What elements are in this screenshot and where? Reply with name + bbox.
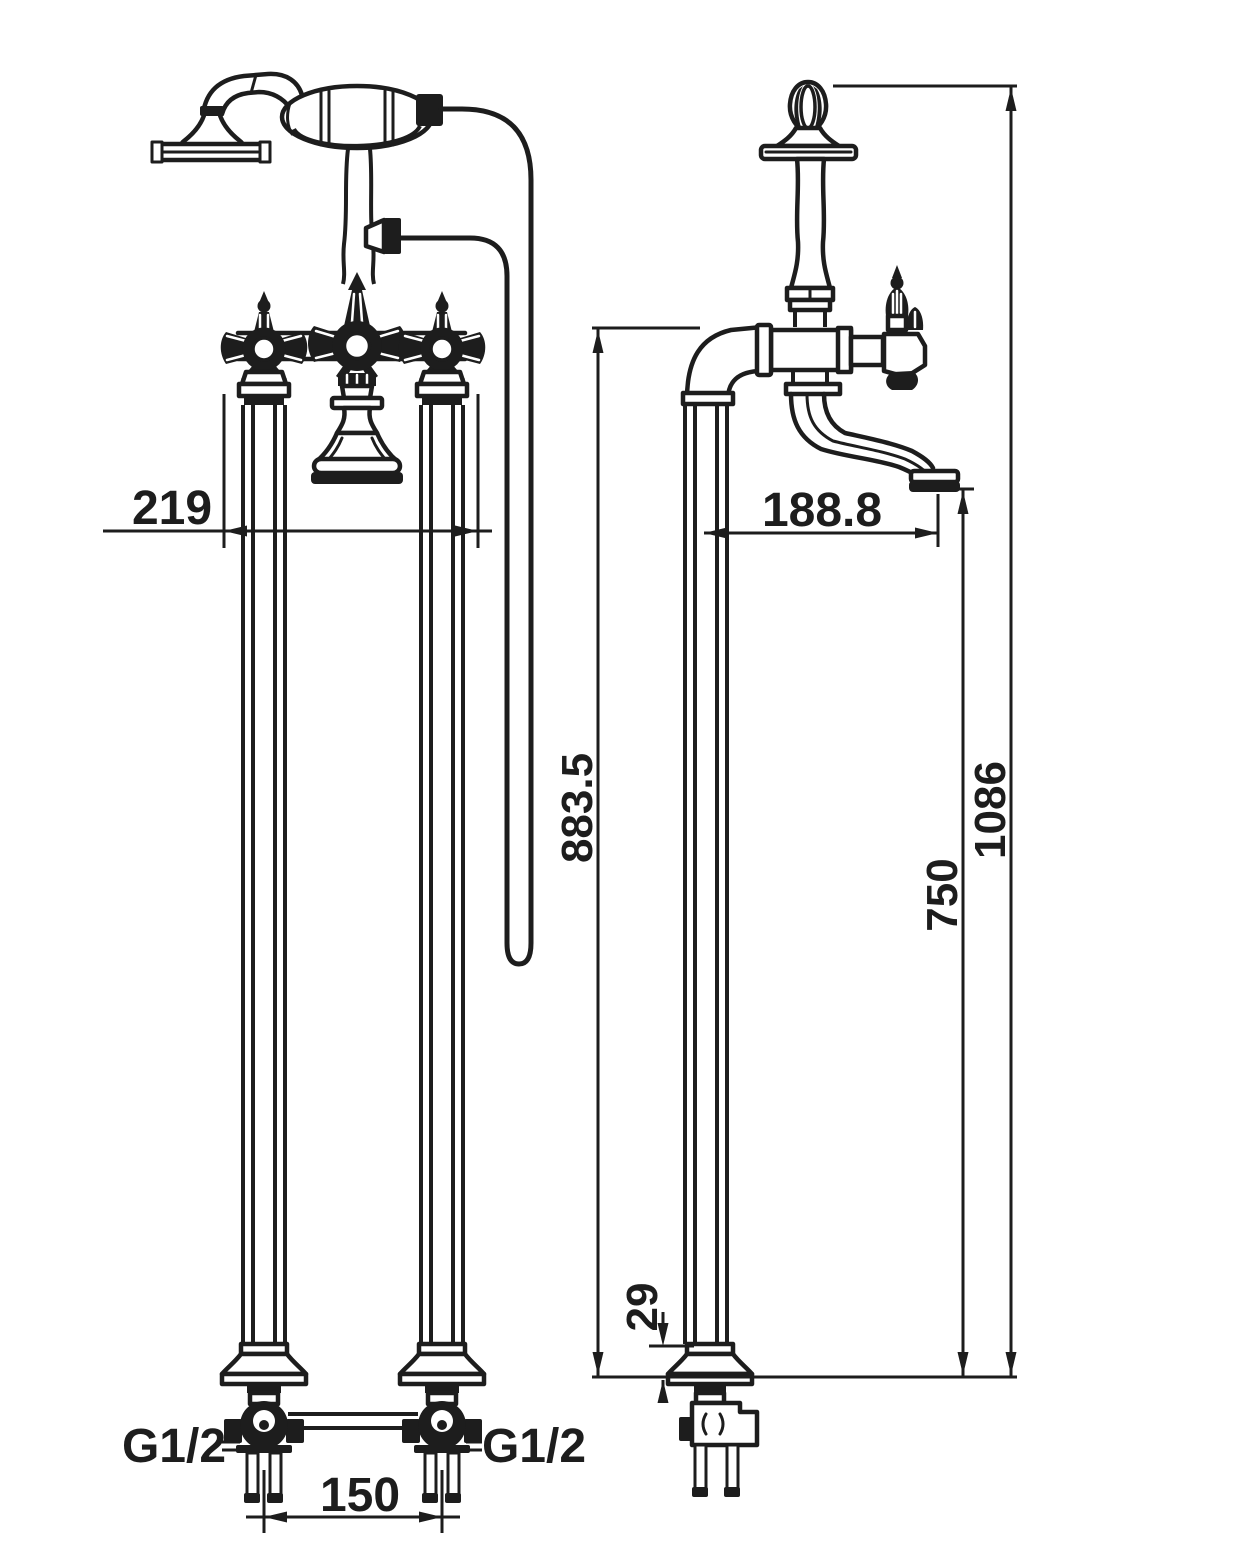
riser-column	[341, 148, 376, 285]
dim-base-height: 29	[618, 1283, 694, 1403]
front-view	[150, 71, 534, 1503]
dim-handle-span: 219	[103, 394, 492, 548]
dim-inlet-spacing-label: 150	[320, 1469, 400, 1522]
dim-spout-reach: 188.8	[704, 484, 940, 547]
shower-hose	[397, 106, 534, 967]
cross-handle-left	[220, 291, 308, 386]
side-floor-flange	[665, 1341, 755, 1387]
dim-overall-height-label: 1086	[966, 761, 1015, 859]
dim-spout-height: 750	[918, 487, 974, 1377]
thread-callout-right-label: G1/2	[482, 1420, 586, 1473]
dim-inlet-spacing: 150	[246, 1469, 460, 1533]
dim-overall-height: 1086	[833, 84, 1017, 1377]
handset-cradle	[279, 83, 443, 151]
diverter-handle	[885, 265, 924, 333]
right-inlet-valve	[402, 1384, 482, 1503]
left-inlet-valve	[224, 1384, 304, 1503]
cross-handle-right	[398, 291, 486, 386]
tub-spout-side	[783, 372, 961, 492]
left-standpipe	[236, 369, 292, 1344]
thread-callout-left-label: G1/2	[122, 1420, 226, 1473]
side-standpipe	[683, 404, 729, 1344]
hose-outlet-connector	[363, 217, 401, 255]
dimensions: 219 188.8 883.5 750	[103, 84, 1017, 1533]
handshower-holder	[758, 79, 859, 327]
hose-connector	[416, 94, 443, 126]
thread-callout-right: G1/2	[466, 1420, 586, 1473]
dim-spout-reach-label: 188.8	[762, 484, 882, 537]
inlet-elbow-side	[680, 324, 765, 407]
right-floor-flange	[397, 1341, 487, 1387]
thread-callout-left: G1/2	[122, 1420, 240, 1473]
tub-spout-front	[311, 373, 403, 484]
right-standpipe	[414, 369, 470, 1344]
side-inlet-connector	[679, 1384, 760, 1497]
dim-riser-height-label: 883.5	[553, 753, 602, 863]
inlet-connecting-bar	[288, 1412, 418, 1430]
dim-handle-span-label: 219	[132, 482, 212, 535]
hand-shower	[150, 71, 305, 164]
dim-spout-height-label: 750	[918, 858, 967, 931]
dim-base-height-label: 29	[618, 1283, 667, 1332]
left-floor-flange	[219, 1341, 309, 1387]
side-view	[665, 79, 961, 1497]
mixer-body-side	[754, 322, 928, 390]
cross-handle-center	[308, 272, 406, 382]
dim-riser-height: 883.5	[553, 326, 700, 1377]
